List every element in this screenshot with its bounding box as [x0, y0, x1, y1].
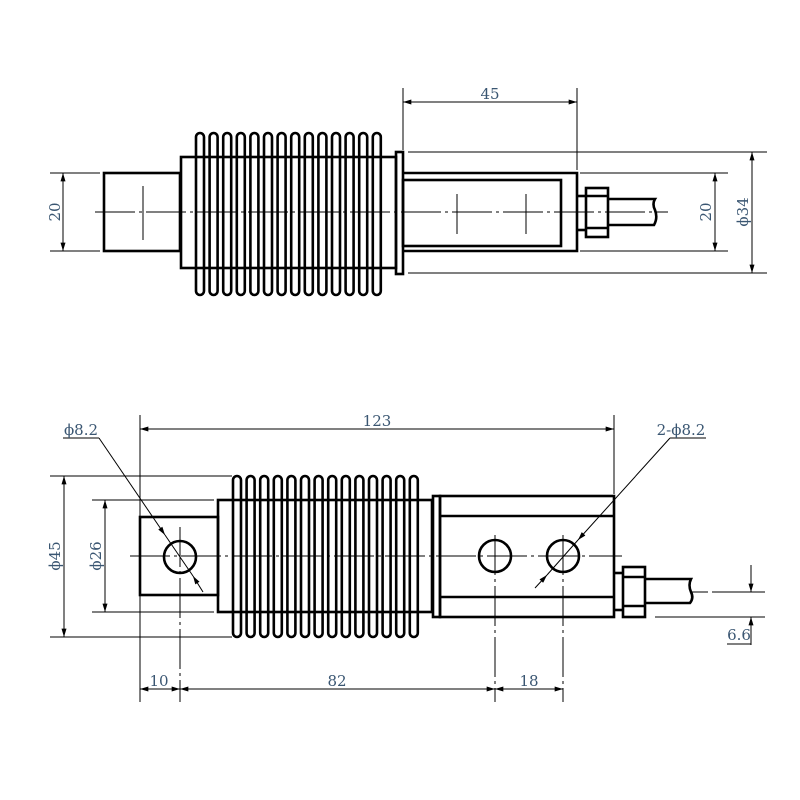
top-cable-nut: [584, 186, 610, 239]
dim-flange-diameter: ϕ34: [734, 197, 752, 226]
side-cable: [645, 577, 694, 605]
bellows-fin: [245, 474, 256, 639]
label-left-hole: ϕ8.2: [64, 421, 98, 439]
top-housing: [403, 171, 579, 253]
top-view: 45 20 20 ϕ34: [46, 85, 767, 297]
bellows-fin: [286, 474, 297, 639]
bellows-fin: [262, 131, 274, 297]
bellows-fin: [221, 131, 233, 297]
bellows-fin: [317, 131, 328, 297]
bellows-fin: [344, 131, 355, 297]
bellows-fin: [313, 474, 324, 639]
leader-line: [98, 437, 166, 536]
bellows-fin: [272, 474, 284, 639]
bellows-fin: [330, 131, 342, 297]
bellows-fin: [194, 131, 206, 297]
bellows-fin: [326, 474, 338, 639]
bellows-fin: [299, 474, 311, 639]
bellows-fin: [340, 474, 352, 639]
dim-overall-length: 123: [363, 412, 392, 430]
bellows-fin: [303, 131, 315, 297]
dim-hole-offset: 10: [149, 672, 168, 690]
dim-body-diameter: ϕ26: [87, 541, 105, 570]
bellows-fin: [357, 131, 369, 297]
side-view: 123 ϕ45 ϕ26 10 82 18 6.6 ϕ8.2: [46, 412, 765, 702]
label-right-holes: 2-ϕ8.2: [657, 421, 706, 439]
dim-housing-height: 20: [697, 202, 715, 221]
bellows-fin: [408, 474, 420, 639]
bellows-fin: [367, 474, 379, 639]
top-cable: [608, 197, 658, 227]
bellows-fin: [208, 131, 219, 297]
top-bellows: [194, 131, 383, 297]
bellows-fin: [249, 131, 260, 297]
bellows-fin: [354, 474, 365, 639]
side-housing: [438, 494, 616, 619]
leader-line: [164, 534, 194, 577]
top-housing-inner: [401, 178, 563, 248]
bellows-fin: [371, 131, 383, 297]
bellows-fin: [394, 474, 406, 639]
leader-line: [577, 437, 671, 541]
side-cable-nut: [621, 565, 647, 619]
leader-line: [546, 539, 579, 576]
dim-housing-length: 45: [480, 85, 499, 103]
leader-line: [192, 575, 204, 593]
bellows-fin: [381, 474, 392, 639]
bellows-fin: [235, 131, 247, 297]
bellows-fin: [258, 474, 270, 639]
side-bellows: [231, 474, 420, 639]
dim-cable-offset: 6.6: [727, 626, 751, 644]
bellows-fin: [276, 131, 287, 297]
bellows-fin: [289, 131, 301, 297]
dim-hole-spacing-main: 82: [327, 672, 346, 690]
dim-bellows-diameter: ϕ45: [46, 541, 64, 570]
leader-line: [534, 574, 548, 589]
dim-end-block-height: 20: [46, 202, 64, 221]
dim-hole-spacing-pair: 18: [519, 672, 538, 690]
bellows-fin: [231, 474, 243, 639]
